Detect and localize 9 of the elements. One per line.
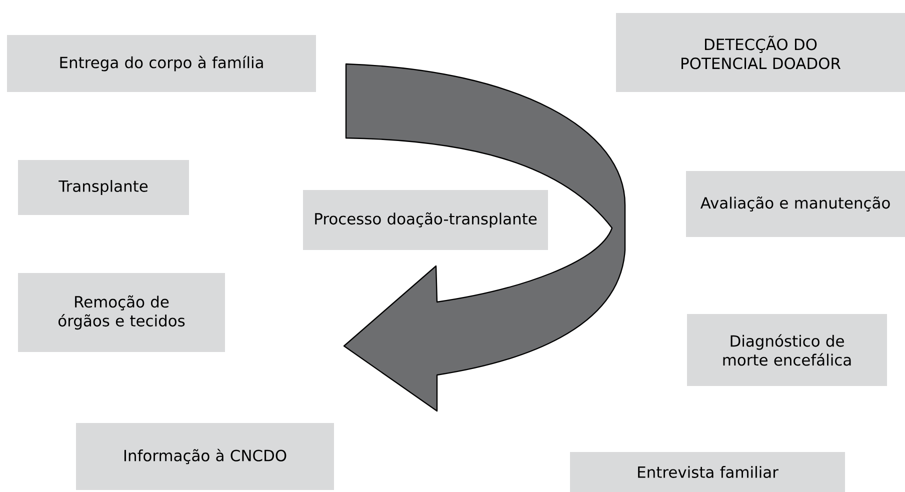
process-box: Processo doação-transplante bbox=[303, 190, 548, 250]
process-box: Informação à CNCDO bbox=[76, 423, 334, 490]
process-box: DETECÇÃO DO POTENCIAL DOADOR bbox=[616, 13, 905, 92]
process-box: Entrevista familiar bbox=[570, 452, 845, 492]
process-box: Entrega do corpo à família bbox=[7, 35, 316, 92]
process-box: Transplante bbox=[18, 160, 189, 215]
process-box: Avaliação e manutenção bbox=[686, 171, 905, 237]
process-box: Remoção de órgãos e tecidos bbox=[18, 273, 225, 352]
process-box: Diagnóstico de morte encefálica bbox=[687, 314, 887, 386]
